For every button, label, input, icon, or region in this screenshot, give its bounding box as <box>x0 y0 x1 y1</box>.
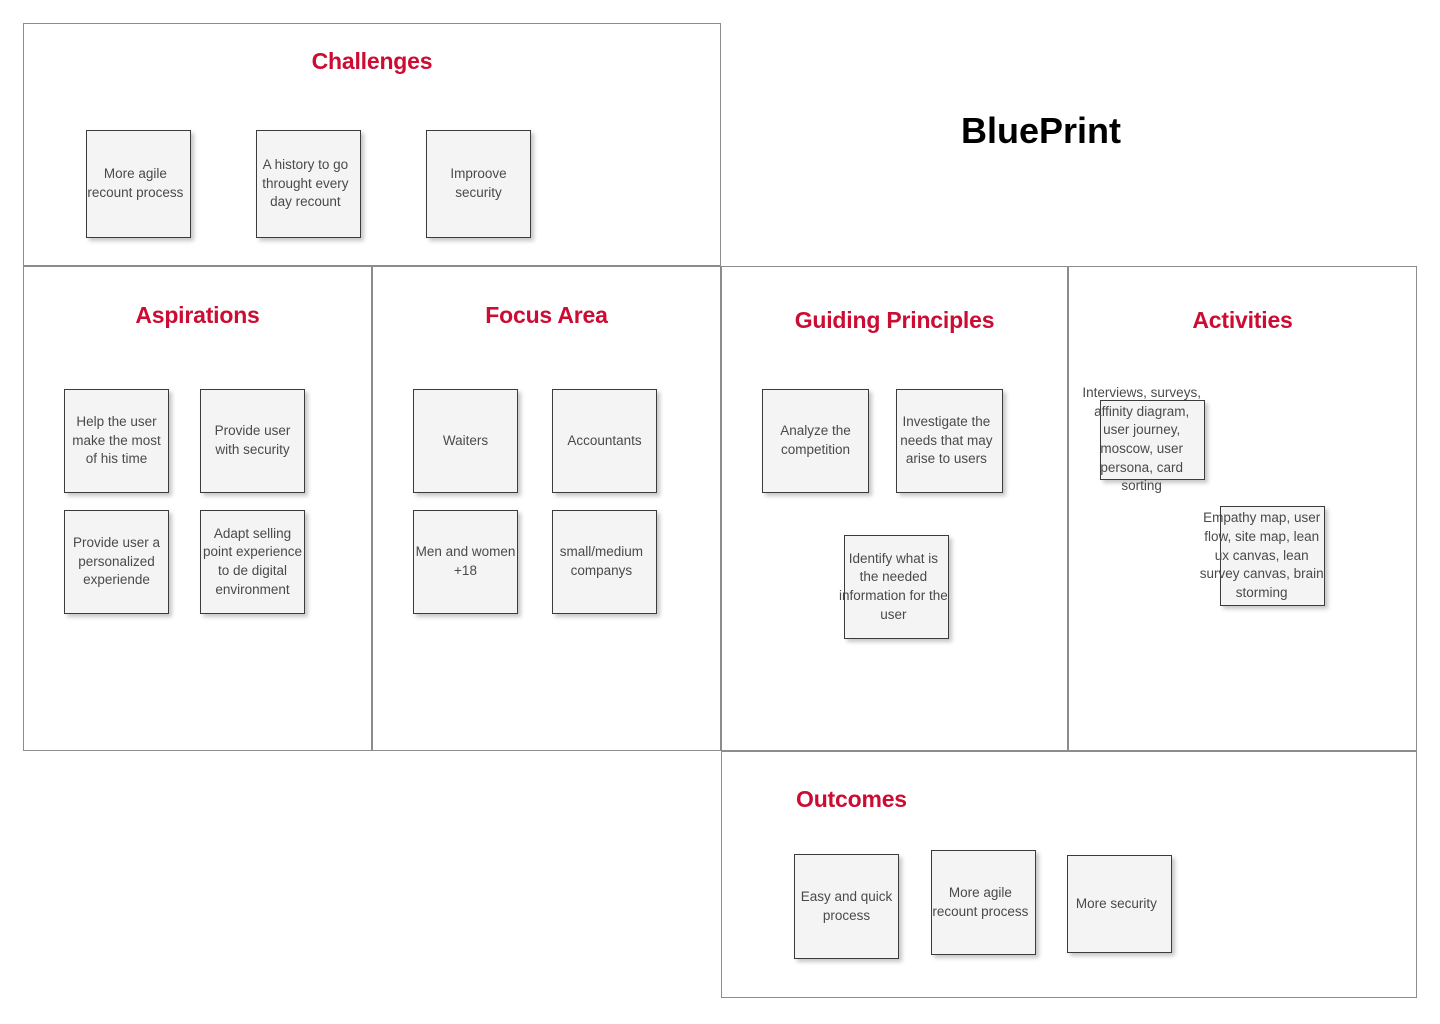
panel-aspirations: Aspirations Help the user make the most … <box>23 266 372 751</box>
panel-title-outcomes: Outcomes <box>796 786 907 812</box>
panel-challenges: Challenges More agile recount process A … <box>23 23 721 266</box>
panel-title-challenges: Challenges <box>311 48 433 74</box>
note-text: Investigate the needs that may arise to … <box>900 414 993 467</box>
note-text: Waiters <box>442 432 489 448</box>
panel-outcomes: Outcomes Easy and quick process More agi… <box>721 751 1417 998</box>
note-text: Analyze the competition <box>780 423 851 457</box>
note-text: Improove security <box>450 166 507 200</box>
note-text: More security <box>1075 895 1157 911</box>
note-text: small/medium companys <box>559 544 644 578</box>
note-text: Empathy map, user flow, site map, lean u… <box>1199 510 1324 600</box>
note-text: More agile recount process <box>87 166 184 200</box>
note-text: Adapt selling point experience to de dig… <box>202 525 303 597</box>
panel-title-focus-area: Focus Area <box>485 302 608 328</box>
note-card[interactable]: Investigate the needs that may arise to … <box>896 389 1003 493</box>
panel-title-activities: Activities <box>1192 307 1293 333</box>
note-text: Easy and quick process <box>800 888 893 923</box>
note-card[interactable]: A history to go throught every day recou… <box>256 130 361 238</box>
note-text: Help the user make the most of his time <box>72 414 161 467</box>
note-text: Accountants <box>567 432 642 448</box>
note-card[interactable]: Men and women +18 <box>413 510 518 614</box>
note-card[interactable]: Improove security <box>426 130 531 238</box>
note-text: More agile recount process <box>932 884 1029 919</box>
note-text: Identify what is the needed information … <box>839 550 948 622</box>
note-card[interactable]: Identify what is the needed information … <box>839 535 949 639</box>
note-card[interactable]: small/medium companys <box>552 510 657 614</box>
note-card[interactable]: Adapt selling point experience to de dig… <box>200 510 305 614</box>
panel-title-aspirations: Aspirations <box>135 302 260 328</box>
note-card[interactable]: More security <box>1067 855 1172 953</box>
note-text: Provide user with security <box>214 423 291 457</box>
panel-activities: Activities Interviews, surveys, affinity… <box>1068 266 1417 751</box>
note-card[interactable]: More agile recount process <box>86 130 191 238</box>
panel-title-guiding-principles: Guiding Principles <box>794 307 995 333</box>
note-text: Provide user a personalized experiende <box>72 535 161 588</box>
panel-focus-area: Focus Area Waiters Accountants Men and w… <box>372 266 721 751</box>
note-card[interactable]: Accountants <box>552 389 657 493</box>
note-card[interactable]: Provide user a personalized experiende <box>64 510 169 614</box>
panel-guiding-principles: Guiding Principles Analyze the competiti… <box>721 266 1068 751</box>
note-text: A history to go throught every day recou… <box>262 157 349 210</box>
note-card[interactable]: Interviews, surveys, affinity diagram, u… <box>1082 385 1205 493</box>
note-card[interactable]: Help the user make the most of his time <box>64 389 169 493</box>
note-card[interactable]: Analyze the competition <box>762 389 869 493</box>
page-title: BluePrint <box>961 110 1122 151</box>
note-card[interactable]: More agile recount process <box>931 850 1036 955</box>
note-card[interactable]: Empathy map, user flow, site map, lean u… <box>1200 506 1325 606</box>
note-text: Men and women +18 <box>415 544 516 578</box>
note-card[interactable]: Provide user with security <box>200 389 305 493</box>
note-card[interactable]: Easy and quick process <box>794 854 899 959</box>
note-text: Interviews, surveys, affinity diagram, u… <box>1082 385 1201 494</box>
note-card[interactable]: Waiters <box>413 389 518 493</box>
